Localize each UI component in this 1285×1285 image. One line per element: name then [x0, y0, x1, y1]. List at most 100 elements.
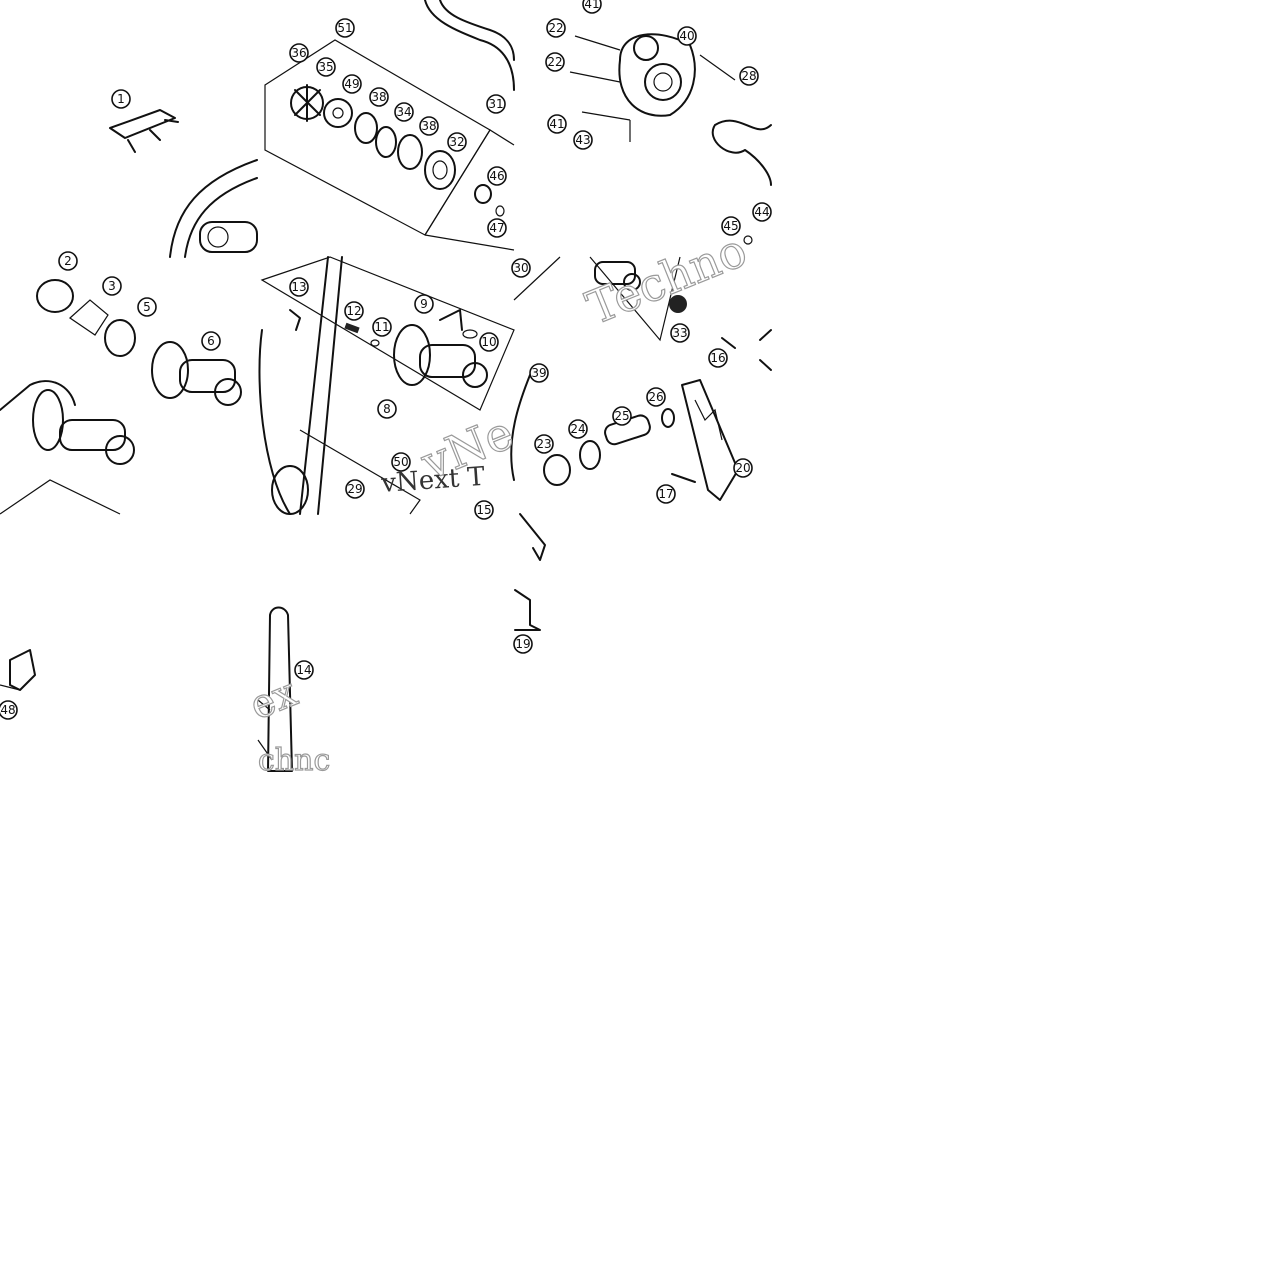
callout: 9 — [414, 294, 434, 314]
callout: 41 — [582, 0, 602, 14]
callout: 51 — [335, 18, 355, 38]
svg-text:34: 34 — [396, 105, 411, 119]
callout: 14 — [294, 660, 314, 680]
svg-text:50: 50 — [393, 455, 408, 469]
watermark-fragment: chnc — [258, 743, 330, 778]
tile-top-left — [109, 109, 258, 258]
callout: 24 — [568, 419, 588, 439]
callout: 13 — [289, 277, 309, 297]
svg-text:45: 45 — [723, 219, 738, 233]
svg-text:8: 8 — [383, 402, 391, 416]
callout: 25 — [612, 406, 632, 426]
callout: 12 — [344, 301, 364, 321]
callout: 16 — [708, 348, 728, 368]
callout: 8 — [377, 399, 397, 419]
svg-text:33: 33 — [672, 326, 687, 340]
svg-text:1: 1 — [117, 92, 125, 106]
exhaust-cam-part — [393, 309, 488, 388]
chain-guide-rail-part — [681, 379, 739, 501]
svg-text:23: 23 — [536, 437, 551, 451]
callout: 39 — [529, 363, 549, 383]
callout: 47 — [487, 218, 507, 238]
svg-text:30: 30 — [513, 261, 528, 275]
svg-text:41: 41 — [549, 117, 564, 131]
svg-text:11: 11 — [374, 320, 389, 334]
callout: 15 — [474, 500, 494, 520]
callouts: 1 2 3 5 6 8 9 10 11 12 13 14 15 16 17 19… — [0, 0, 772, 720]
svg-text:31: 31 — [488, 97, 503, 111]
callout: 33 — [670, 323, 690, 343]
svg-text:25: 25 — [614, 409, 629, 423]
callout: 35 — [316, 57, 336, 77]
svg-text:49: 49 — [344, 77, 359, 91]
svg-text:28: 28 — [741, 69, 756, 83]
svg-text:29: 29 — [347, 482, 362, 496]
callout: 45 — [721, 216, 741, 236]
callout: 50 — [391, 452, 411, 472]
svg-text:47: 47 — [489, 221, 504, 235]
svg-text:24: 24 — [570, 422, 585, 436]
svg-text:12: 12 — [346, 304, 361, 318]
svg-text:26: 26 — [648, 390, 663, 404]
callout: 10 — [479, 332, 499, 352]
callout: 31 — [486, 94, 506, 114]
callout: 22 — [546, 18, 566, 38]
pump-cover-part — [618, 33, 696, 117]
callout: 17 — [656, 484, 676, 504]
callout: 38 — [369, 87, 389, 107]
callout: 3 — [102, 276, 122, 296]
callout: 6 — [201, 331, 221, 351]
tensioner-part — [543, 408, 675, 486]
svg-text:46: 46 — [489, 169, 504, 183]
svg-text:38: 38 — [421, 119, 436, 133]
svg-text:35: 35 — [318, 60, 333, 74]
svg-text:51: 51 — [337, 21, 352, 35]
svg-text:9: 9 — [420, 297, 428, 311]
callout: 49 — [342, 74, 362, 94]
callout: 28 — [739, 66, 759, 86]
callout: 44 — [752, 202, 772, 222]
svg-text:20: 20 — [735, 461, 750, 475]
svg-text:17: 17 — [658, 487, 673, 501]
callout: 26 — [646, 387, 666, 407]
svg-text:2: 2 — [64, 254, 72, 268]
callout: 46 — [487, 166, 507, 186]
camshaft-chain-part — [169, 159, 258, 258]
svg-text:43: 43 — [575, 133, 590, 147]
callout: 11 — [372, 317, 392, 337]
callout: 23 — [534, 434, 554, 454]
svg-text:40: 40 — [679, 29, 694, 43]
watermark-fragment: Techno — [579, 223, 754, 336]
tile-lower-fragments — [0, 513, 546, 772]
callout: 30 — [511, 258, 531, 278]
svg-text:39: 39 — [531, 366, 546, 380]
watermark-fragment: ex — [244, 669, 305, 729]
callout: 5 — [137, 297, 157, 317]
callout: 41 — [547, 114, 567, 134]
svg-text:22: 22 — [547, 55, 562, 69]
chain-guide-part — [109, 109, 179, 153]
svg-text:48: 48 — [0, 703, 15, 717]
callout: 19 — [513, 634, 533, 654]
svg-text:10: 10 — [481, 335, 496, 349]
callout: 29 — [345, 479, 365, 499]
svg-text:6: 6 — [207, 334, 215, 348]
tile-top-right — [569, 33, 772, 245]
callout: 36 — [289, 43, 309, 63]
svg-text:15: 15 — [476, 503, 491, 517]
svg-text:16: 16 — [710, 351, 725, 365]
callout: 43 — [573, 130, 593, 150]
svg-text:44: 44 — [754, 205, 769, 219]
callout: 20 — [733, 458, 753, 478]
svg-text:41: 41 — [584, 0, 599, 11]
callout: 22 — [545, 52, 565, 72]
svg-text:3: 3 — [108, 279, 116, 293]
callout: 32 — [447, 132, 467, 152]
callout: 48 — [0, 700, 18, 720]
tile-top-center — [264, 0, 515, 251]
callout: 2 — [58, 251, 78, 271]
svg-text:14: 14 — [296, 663, 311, 677]
callout: 34 — [394, 102, 414, 122]
tile-middle-left — [0, 279, 242, 515]
